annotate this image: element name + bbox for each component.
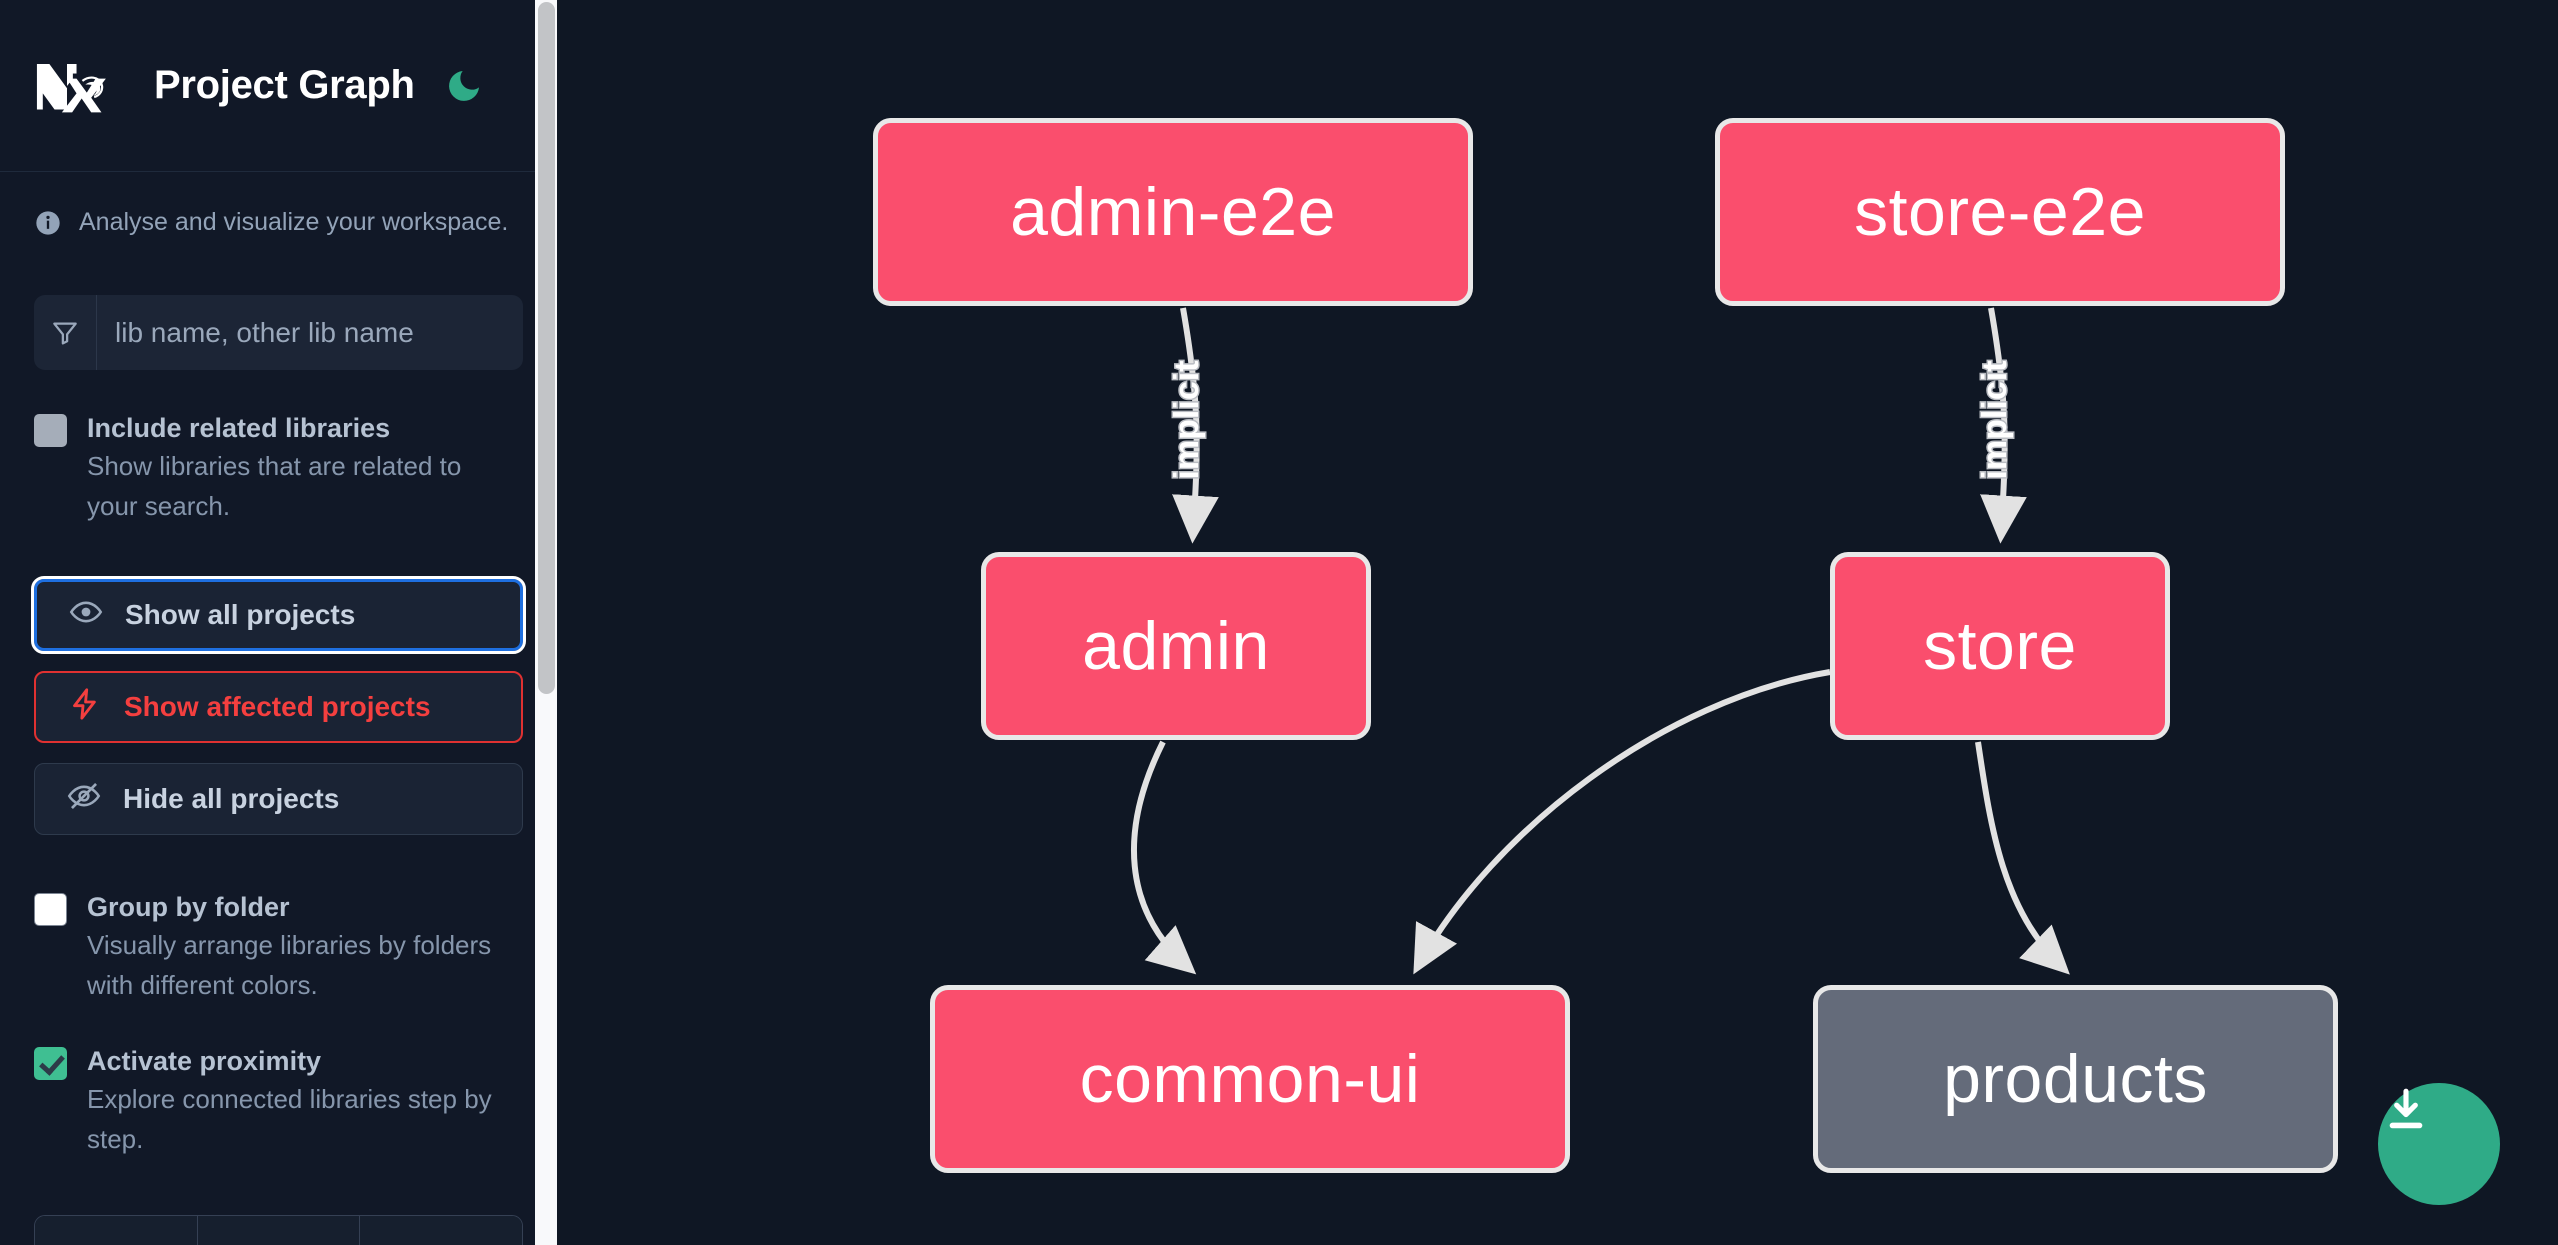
include-related-checkbox[interactable]	[34, 414, 67, 447]
show-affected-projects-label: Show affected projects	[124, 691, 431, 722]
nx-logo-icon	[34, 55, 122, 117]
graph-canvas[interactable]: implicit implicit admin-e2e store-e2e ad…	[563, 0, 2558, 1245]
lightning-bolt-icon	[68, 687, 102, 728]
edge-store-e2e-to-store	[1980, 307, 2027, 544]
proximity-step-option-2[interactable]	[197, 1216, 361, 1245]
eye-slash-icon	[67, 779, 101, 820]
graph-node-label: admin-e2e	[1010, 174, 1336, 250]
proximity-step-segmented-control[interactable]	[34, 1215, 523, 1245]
tagline-text: Analyse and visualize your workspace.	[79, 208, 509, 236]
page-title: Project Graph	[154, 63, 415, 107]
edge-label-store-e2e-to-store: implicit	[1975, 359, 2016, 481]
activate-proximity-checkbox[interactable]	[34, 1047, 67, 1080]
hide-all-projects-label: Hide all projects	[123, 783, 340, 814]
graph-node-label: store	[1923, 608, 2077, 684]
visibility-button-group: Show all projects Show affected projects	[31, 576, 526, 835]
activate-proximity-label: Activate proximity	[87, 1046, 322, 1076]
option-include-related-libraries[interactable]: Include related libraries Show libraries…	[0, 410, 557, 526]
proximity-step-option-1[interactable]	[35, 1216, 198, 1245]
sidebar-scrollbar-track[interactable]	[535, 0, 557, 1245]
sidebar-scrollbar-thumb[interactable]	[538, 2, 555, 694]
include-related-description: Show libraries that are related to your …	[87, 451, 462, 521]
show-affected-projects-button[interactable]: Show affected projects	[34, 671, 523, 743]
svg-text:implicit: implicit	[1168, 360, 1206, 479]
activate-proximity-description: Explore connected libraries step by step…	[87, 1084, 492, 1154]
graph-node-admin[interactable]: admin	[981, 552, 1371, 740]
graph-node-label: admin	[1082, 608, 1270, 684]
option-activate-proximity[interactable]: Activate proximity Explore connected lib…	[0, 1043, 557, 1159]
sidebar: Project Graph Analyse and visualize your…	[0, 0, 557, 1245]
proximity-step-option-3[interactable]	[360, 1216, 522, 1245]
show-all-projects-label: Show all projects	[125, 599, 356, 630]
show-all-projects-button[interactable]: Show all projects	[31, 576, 526, 654]
hide-all-projects-button[interactable]: Hide all projects	[34, 763, 523, 835]
graph-edges: implicit implicit	[1131, 307, 2070, 975]
include-related-label: Include related libraries	[87, 413, 391, 443]
edge-admin-e2e-to-admin	[1172, 307, 1219, 544]
graph-node-store-e2e[interactable]: store-e2e	[1715, 118, 2285, 306]
graph-node-store[interactable]: store	[1830, 552, 2170, 740]
graph-node-products[interactable]: products	[1813, 985, 2338, 1173]
info-circle-icon	[34, 209, 62, 237]
edge-store-to-common-ui	[1413, 669, 1831, 975]
search-input[interactable]	[97, 295, 523, 370]
option-group-by-folder[interactable]: Group by folder Visually arrange librari…	[0, 889, 557, 1005]
group-by-folder-description: Visually arrange libraries by folders wi…	[87, 930, 492, 1000]
edge-store-to-products	[1975, 741, 2070, 975]
sidebar-header: Project Graph	[0, 0, 557, 172]
graph-node-label: products	[1943, 1041, 2208, 1117]
graph-node-label: store-e2e	[1854, 174, 2146, 250]
workspace-tagline: Analyse and visualize your workspace.	[0, 172, 557, 237]
edge-admin-to-common-ui	[1131, 740, 1197, 975]
download-graph-button[interactable]	[2378, 1083, 2500, 1205]
moon-icon[interactable]	[443, 65, 485, 107]
group-by-folder-label: Group by folder	[87, 892, 290, 922]
graph-node-label: common-ui	[1079, 1041, 1421, 1117]
sidebar-divider	[557, 0, 563, 1245]
eye-icon	[69, 595, 103, 636]
edge-label-admin-e2e-to-admin: implicit	[1167, 359, 1208, 481]
group-by-folder-checkbox[interactable]	[34, 893, 67, 926]
search-filter[interactable]	[34, 295, 523, 370]
svg-text:implicit: implicit	[1976, 360, 2014, 479]
graph-node-common-ui[interactable]: common-ui	[930, 985, 1570, 1173]
graph-node-admin-e2e[interactable]: admin-e2e	[873, 118, 1473, 306]
filter-funnel-icon	[34, 295, 97, 370]
